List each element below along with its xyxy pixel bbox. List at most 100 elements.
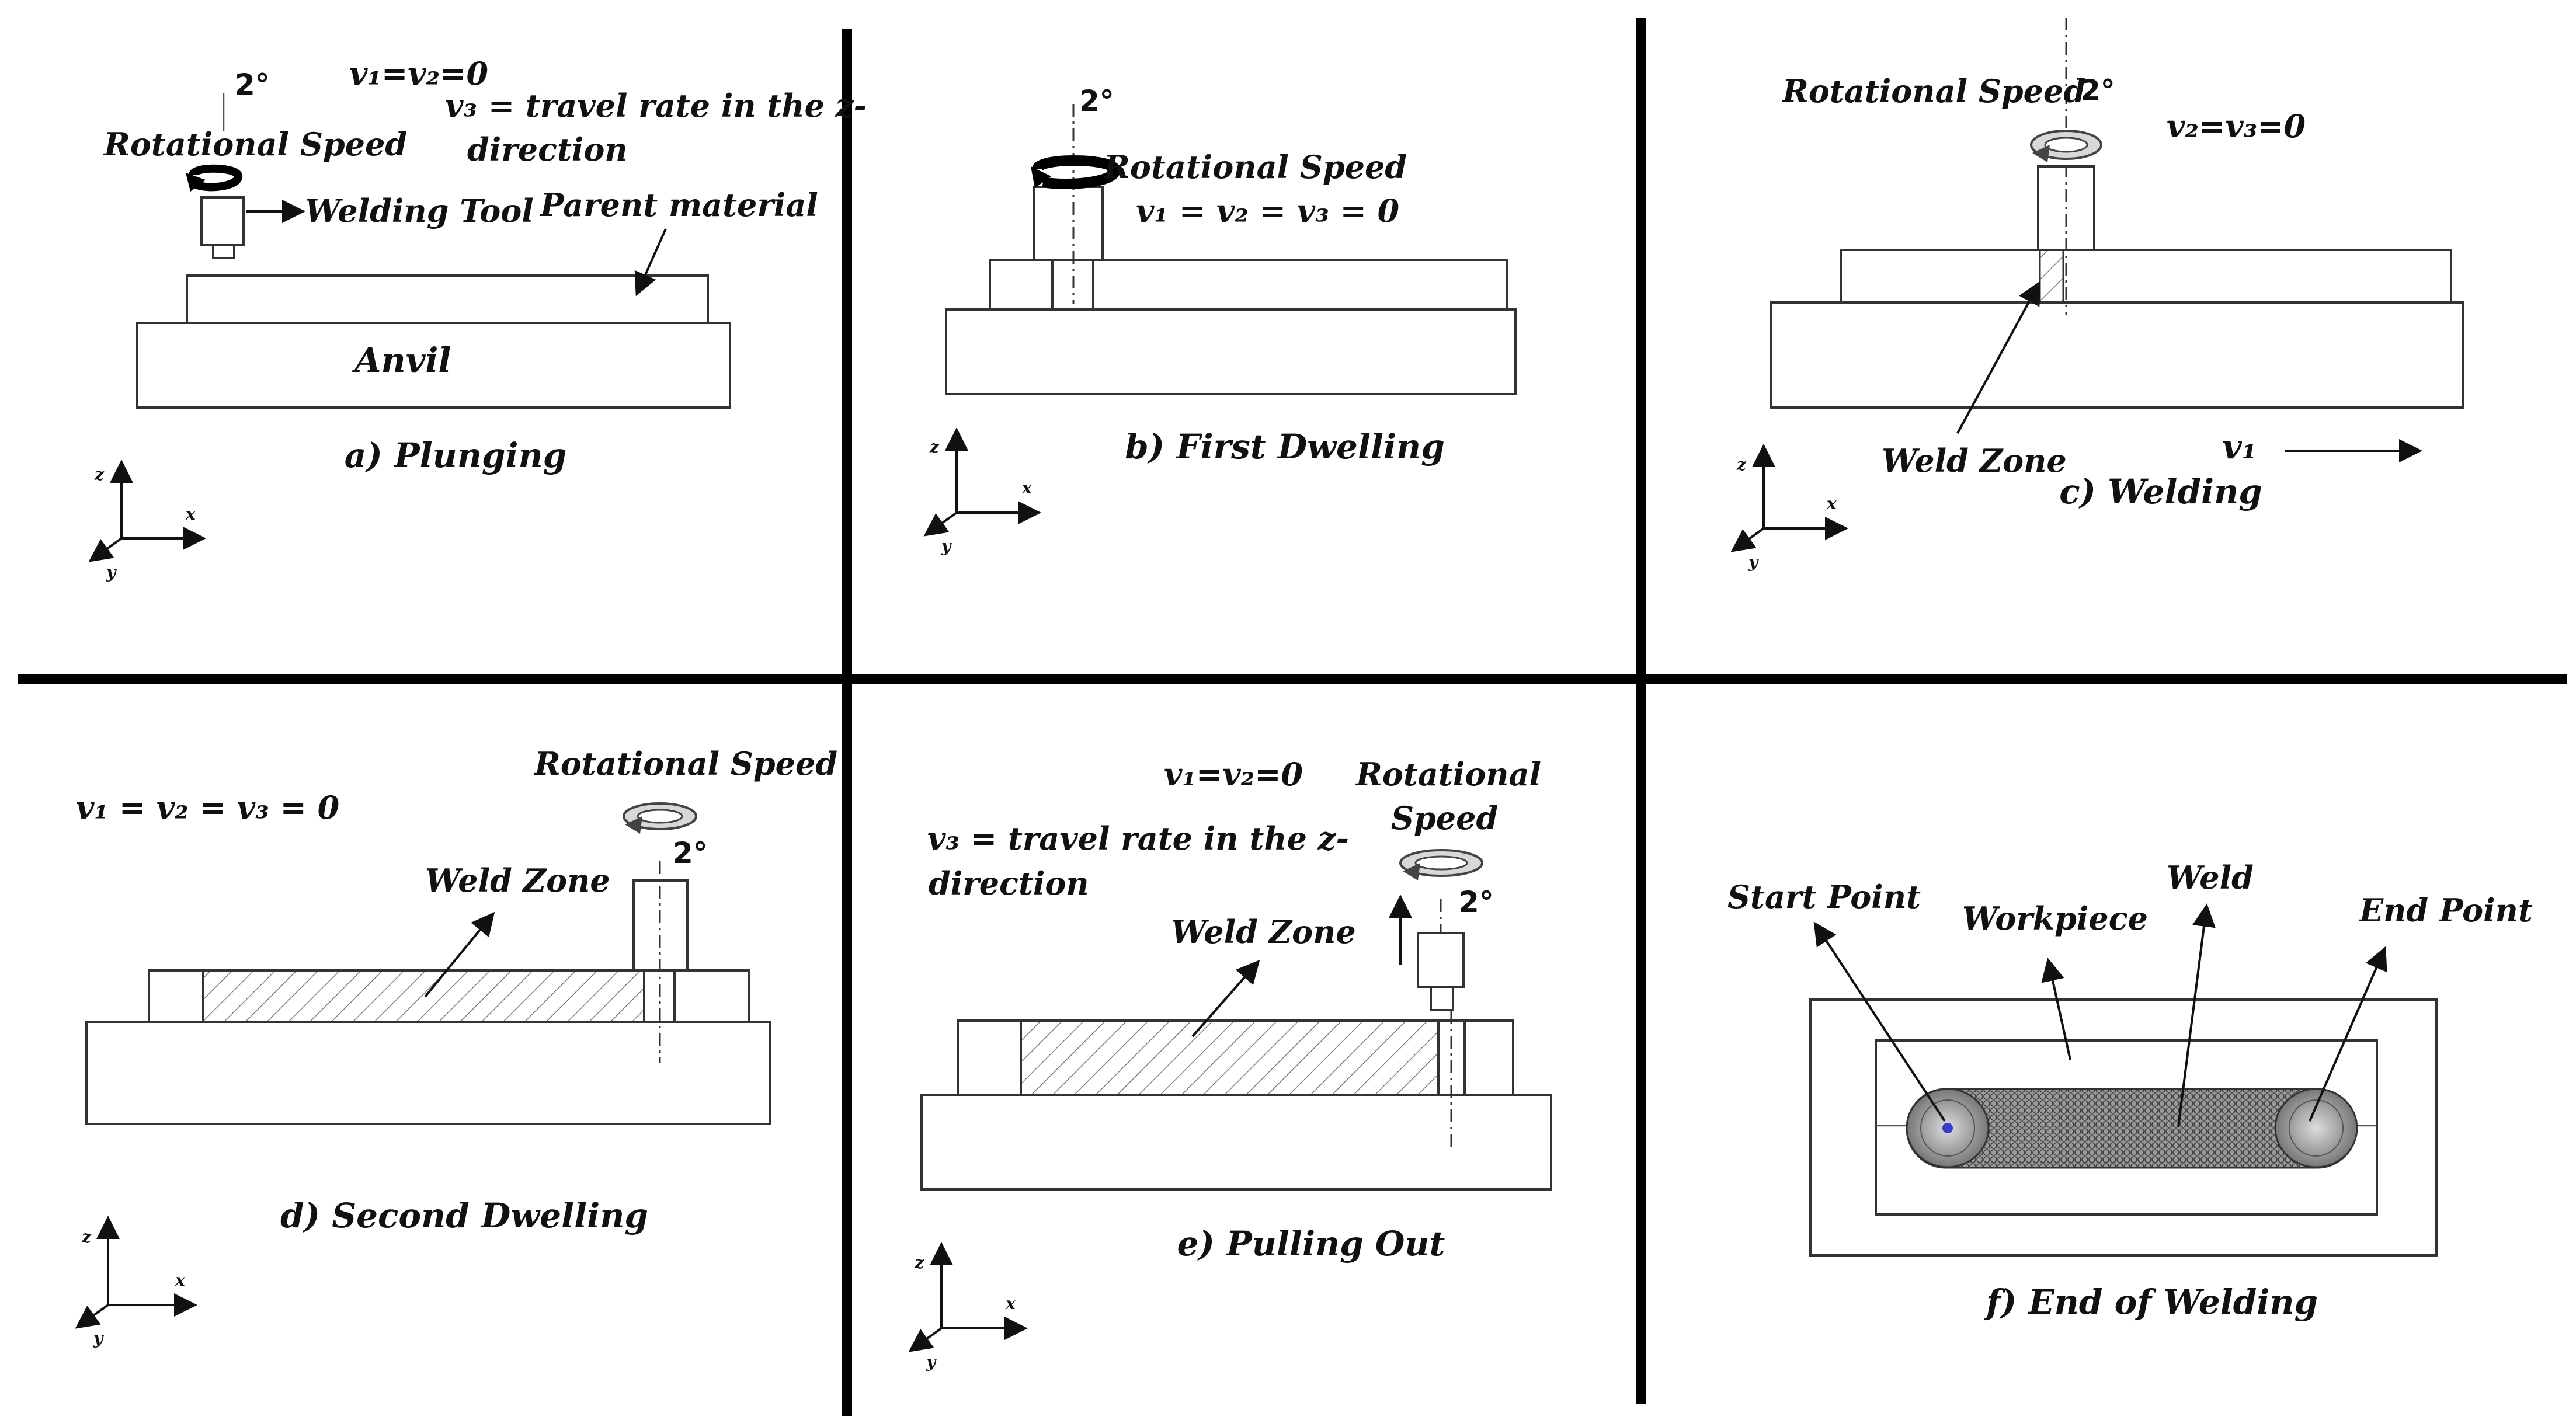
rotational-speed-label: Rotational Speed xyxy=(533,745,837,782)
panel-second-dwelling: 2° Rotational Speed v₁ = v₂ = v₃ = 0 Wel… xyxy=(75,745,837,1348)
end-point-label: End Point xyxy=(2358,892,2533,929)
svg-text:y: y xyxy=(93,1329,104,1348)
rotation-arrowhead-icon xyxy=(1403,863,1420,880)
svg-text:x: x xyxy=(1826,494,1837,513)
weld-zone-label: Weld Zone xyxy=(1171,913,1356,951)
parent-material-left xyxy=(148,969,204,1023)
caption-welding: c) Welding xyxy=(2059,472,2262,511)
axes-icon: z x y xyxy=(75,1216,197,1348)
weld-zone-tool-channel xyxy=(1437,1019,1466,1096)
rotation-arrow-icon xyxy=(189,164,242,192)
weld-zone-hatch xyxy=(2039,249,2064,304)
rotational-line1: Rotational xyxy=(1355,756,1541,793)
weld-zone-pointer xyxy=(1191,959,1260,1038)
start-point-pointer xyxy=(1813,921,1946,1122)
caption-pulling-out: e) Pulling Out xyxy=(1177,1224,1445,1264)
rotational-speed-label: Rotational Speed xyxy=(1781,72,2085,110)
parent-material-right xyxy=(1463,1019,1514,1096)
velocity-label: v₂=v₃=0 xyxy=(2167,107,2306,145)
tool-shoulder xyxy=(200,196,245,246)
parent-material-left xyxy=(957,1019,1022,1096)
parent-material-right xyxy=(673,969,750,1023)
caption-plunging: a) Plunging xyxy=(345,436,567,475)
rotation-arrow-inner-icon xyxy=(1414,855,1468,871)
anvil-block xyxy=(920,1094,1552,1191)
svg-text:y: y xyxy=(106,563,117,582)
svg-text:z: z xyxy=(1736,455,1747,474)
rotation-arrowhead-icon xyxy=(2032,145,2050,162)
parent-material-block xyxy=(1840,249,2452,304)
weld-zone-hatch xyxy=(202,969,645,1023)
rotation-arrowhead-icon xyxy=(625,816,642,834)
anvil-block xyxy=(1770,301,2464,409)
start-point-marker-icon xyxy=(1942,1123,1953,1133)
tool-pin xyxy=(1430,986,1454,1011)
axes-icon: z x y xyxy=(908,1242,1028,1372)
v3-travel-rate-line1: v₃ = travel rate in the z- xyxy=(445,87,867,124)
parent-material-label: Parent material xyxy=(539,186,818,224)
weld-pointer xyxy=(2177,903,2216,1127)
weld-zone-label: Weld Zone xyxy=(425,862,610,899)
svg-text:z: z xyxy=(81,1227,92,1247)
rotational-line2: Speed xyxy=(1391,799,1498,837)
tilt-angle-label: 2° xyxy=(235,68,270,102)
svg-text:z: z xyxy=(929,437,940,457)
v3-travel-rate-line2: direction xyxy=(929,865,1089,902)
velocity-label: v₁ = v₂ = v₃ = 0 xyxy=(1136,192,1399,229)
tool-pin xyxy=(212,244,235,259)
axes-icon: z x y xyxy=(1730,444,1848,572)
end-point-cap xyxy=(2274,1088,2358,1168)
svg-text:x: x xyxy=(1021,478,1032,497)
panel-first-dwelling: 2° Rotational Speed v₁ = v₂ = v₃ = 0 b) … xyxy=(923,84,1517,556)
weld-zone-label: Weld Zone xyxy=(1882,442,2067,479)
weld-label: Weld xyxy=(2167,859,2254,896)
anvil-label: Anvil xyxy=(352,340,451,380)
svg-text:z: z xyxy=(914,1253,924,1272)
tilt-angle-label: 2° xyxy=(1079,84,1114,118)
v3-travel-rate-line1: v₃ = travel rate in the z- xyxy=(927,820,1349,857)
tool-shoulder xyxy=(1033,186,1104,261)
panel-welding: 2° Rotational Speed v₂=v₃=0 Weld Zone v₁… xyxy=(1730,18,2464,572)
velocity-zero-label: v₁=v₂=0 xyxy=(349,55,488,92)
svg-text:x: x xyxy=(185,504,196,524)
tool-shoulder xyxy=(1417,932,1465,988)
v3-travel-rate-line2: direction xyxy=(467,131,628,168)
welding-tool-label: Welding Tool xyxy=(305,192,534,229)
end-point-pointer xyxy=(2309,946,2387,1122)
panel-pulling-out: 2° Rotational Speed v₁=v₂=0 v₃ = travel … xyxy=(908,756,1552,1372)
parent-material-block xyxy=(186,274,709,324)
panel-plunging: Anvil 2° Rotational Speed Welding Tool P… xyxy=(88,55,867,582)
weld-zone-pointer xyxy=(424,911,495,998)
axes-icon: z x y xyxy=(88,460,206,582)
svg-text:y: y xyxy=(926,1352,937,1372)
parent-material-pointer xyxy=(634,228,667,297)
axes-icon: z x y xyxy=(923,427,1041,556)
anvil-block xyxy=(945,308,1517,395)
rotation-arrow-inner-icon xyxy=(2044,137,2088,153)
caption-end-of-welding: f) End of Welding xyxy=(1984,1282,2318,1322)
rotational-speed-label: Rotational Speed xyxy=(103,126,407,163)
caption-first-dwelling: b) First Dwelling xyxy=(1125,427,1445,467)
svg-text:x: x xyxy=(1005,1294,1016,1313)
rotational-speed-label: Rotational Speed xyxy=(1103,148,1407,186)
svg-text:y: y xyxy=(941,537,952,556)
start-point-cap-ring xyxy=(1920,1099,1975,1157)
rotation-arrow-inner-icon xyxy=(637,809,683,824)
svg-text:z: z xyxy=(94,465,105,484)
tilt-angle-label: 2° xyxy=(673,836,708,870)
anvil-outline xyxy=(1809,998,2438,1257)
anvil-block xyxy=(85,1021,771,1125)
workpiece-pointer xyxy=(2041,958,2071,1060)
caption-second-dwelling: d) Second Dwelling xyxy=(280,1196,648,1235)
tilt-angle-label: 2° xyxy=(1459,885,1494,919)
velocity-zero-label: v₁=v₂=0 xyxy=(1164,756,1303,793)
panel-separators xyxy=(18,18,2567,1416)
svg-text:y: y xyxy=(1748,552,1759,572)
panel-end-of-welding: Start Point Workpiece Weld End Point f) … xyxy=(1727,859,2533,1322)
tilt-angle-label: 2° xyxy=(2080,74,2115,107)
weld-zone-hatch xyxy=(1020,1019,1440,1096)
start-point-label: Start Point xyxy=(1727,878,1921,916)
end-point-cap-ring xyxy=(2289,1099,2344,1157)
rotation-arrow-icon xyxy=(1032,155,1121,190)
